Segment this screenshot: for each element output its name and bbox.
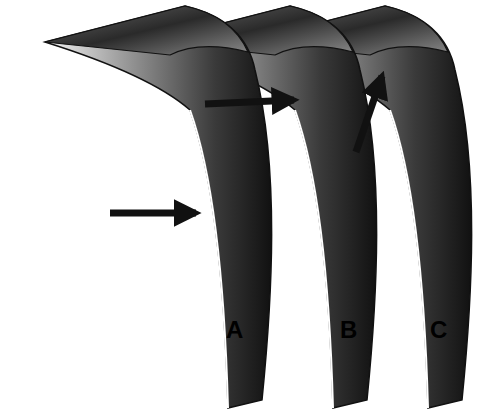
blade-a — [45, 6, 272, 408]
part-letter: B — [340, 318, 357, 342]
blade-edge — [390, 110, 428, 408]
force-arrow — [110, 210, 196, 217]
part-letter: A — [226, 318, 243, 342]
blade-flap — [45, 6, 248, 55]
force-arrow — [205, 100, 294, 104]
part-letter: C — [430, 318, 447, 342]
force-arrow — [356, 76, 382, 152]
blade-edge — [190, 110, 228, 408]
blade-body — [45, 6, 272, 408]
blade-edge — [295, 110, 333, 408]
